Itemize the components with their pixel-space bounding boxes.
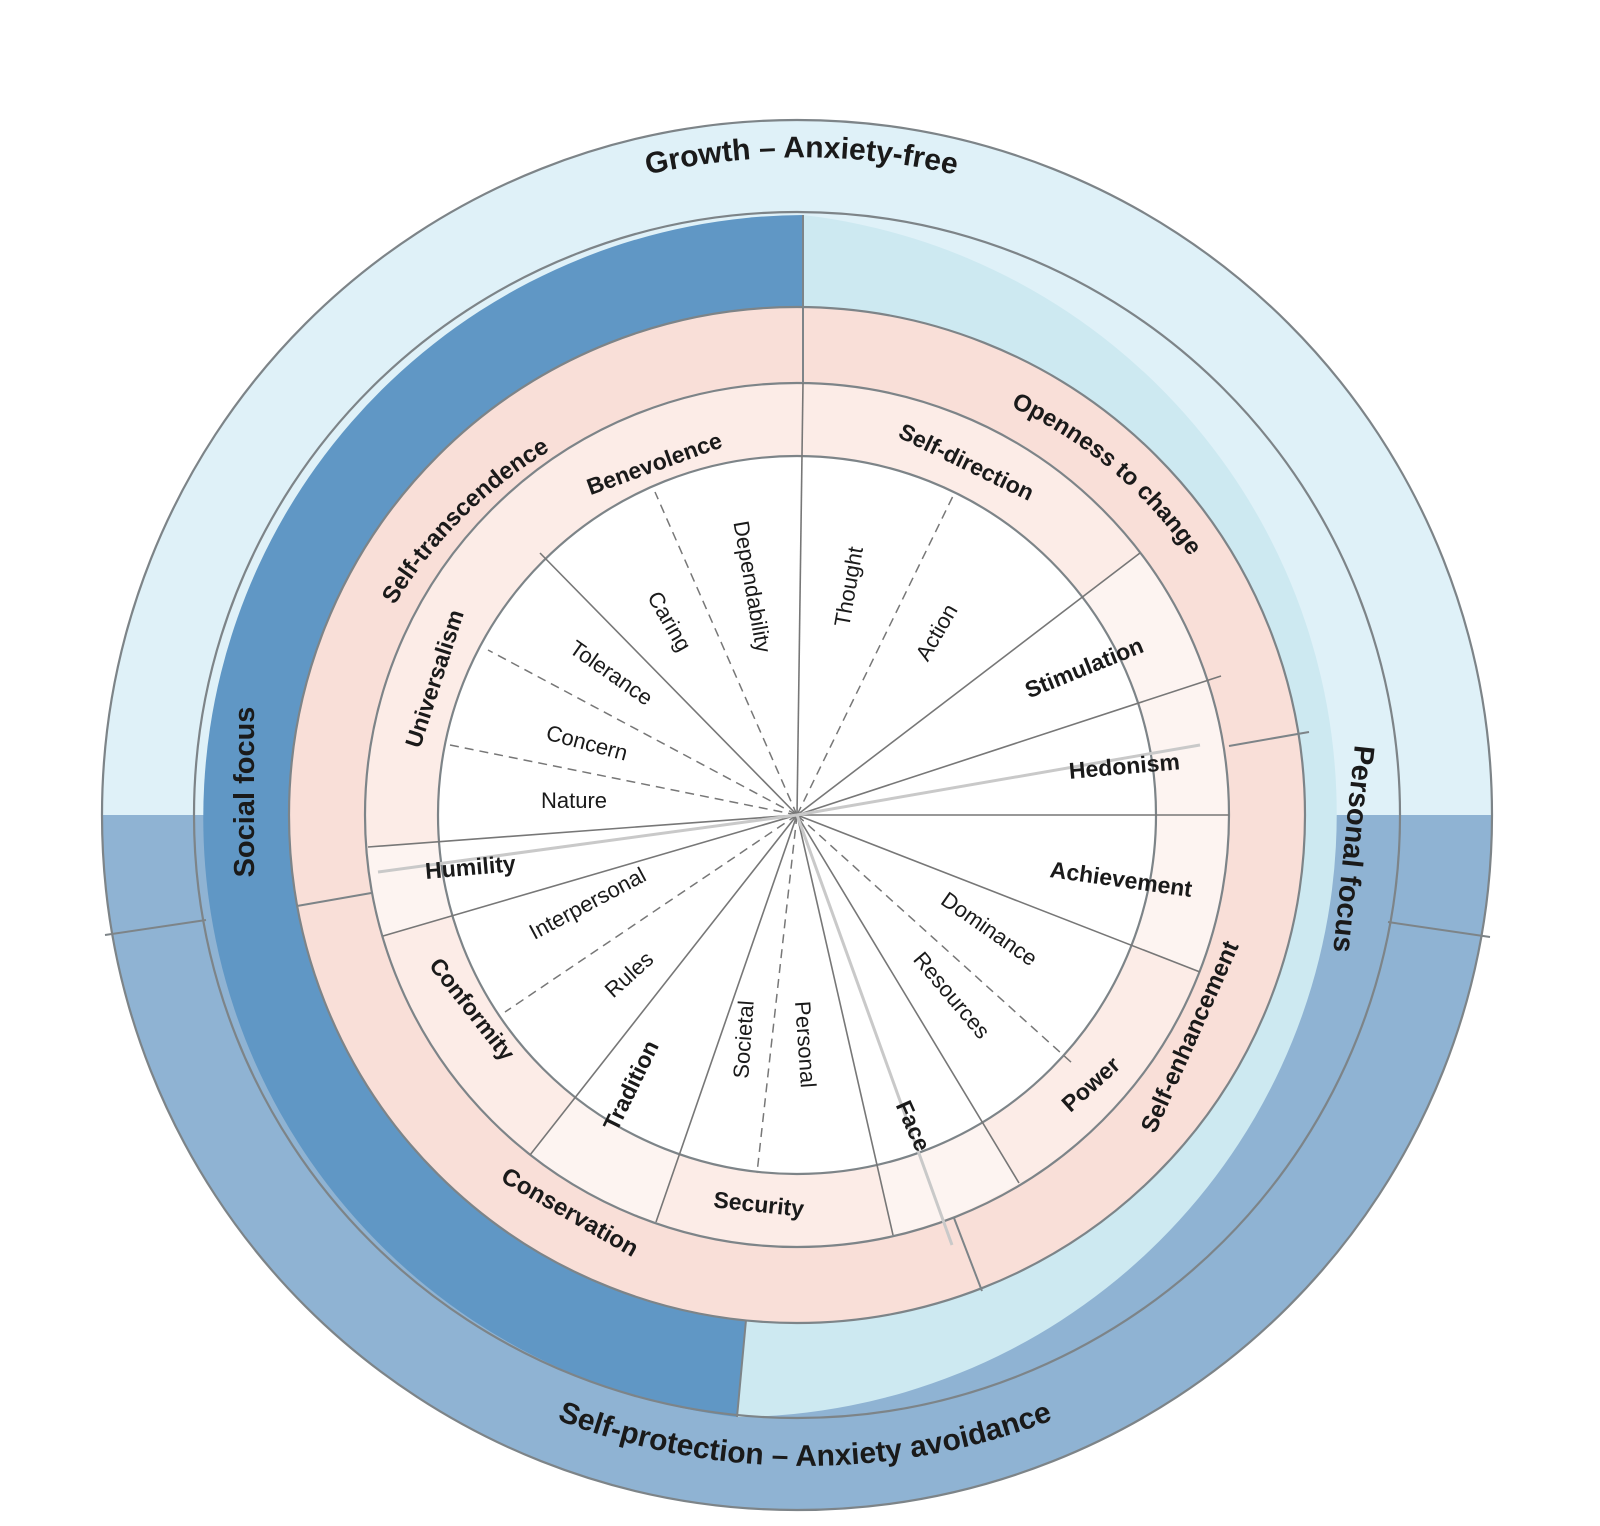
spokes — [367, 382, 1229, 1236]
subvalue-dividers — [449, 491, 1073, 1174]
subvalue-personal: Personal — [790, 1000, 821, 1088]
subvalue-societal: Societal — [728, 1000, 758, 1080]
social-focus-label: Social focus — [229, 707, 261, 878]
subvalue-nature: Nature — [541, 788, 607, 813]
membership-lines — [377, 743, 1201, 1246]
